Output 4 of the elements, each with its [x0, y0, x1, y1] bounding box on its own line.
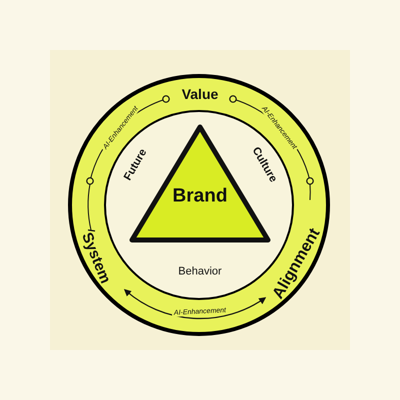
- center-label: Brand: [172, 186, 228, 206]
- node-label: Value: [182, 87, 218, 101]
- node-label: Behavior: [178, 266, 222, 278]
- node-label: System: [79, 230, 113, 286]
